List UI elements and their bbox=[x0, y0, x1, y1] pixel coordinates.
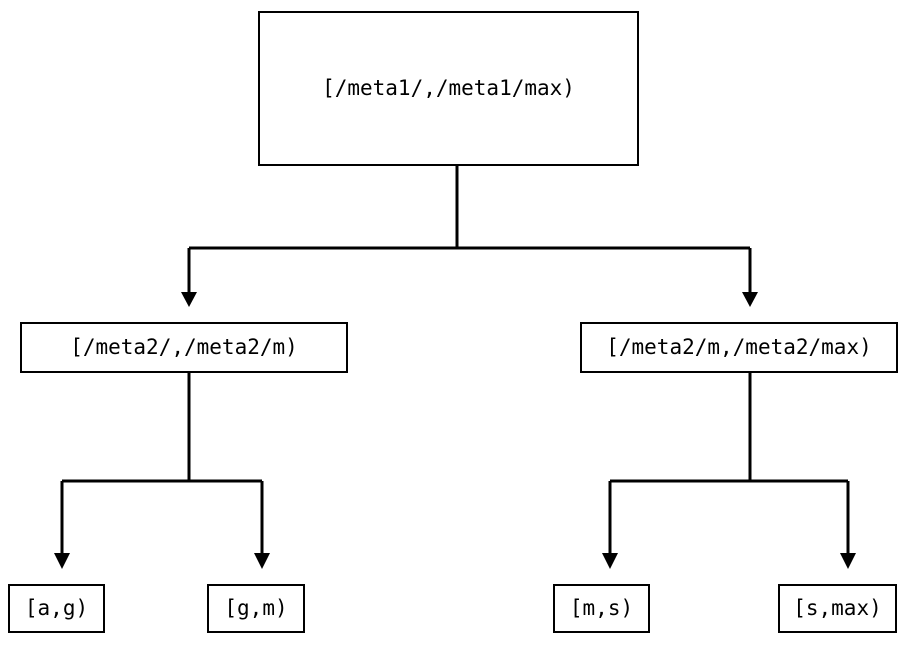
tree-node-mid-left[interactable]: [/meta2/,/meta2/m) bbox=[20, 322, 348, 373]
tree-node-mid-right[interactable]: [/meta2/m,/meta2/max) bbox=[580, 322, 898, 373]
arrowhead-to-leaf-1 bbox=[254, 553, 270, 569]
edge-mid-left-to-leaves-group bbox=[54, 373, 270, 569]
tree-node-root[interactable]: [/meta1/,/meta1/max) bbox=[258, 11, 639, 166]
arrowhead-to-leaf-3 bbox=[840, 553, 856, 569]
tree-node-mid-left-label: [/meta2/,/meta2/m) bbox=[70, 335, 298, 359]
tree-node-leaf-2[interactable]: [m,s) bbox=[553, 584, 650, 633]
tree-node-leaf-3[interactable]: [s,max) bbox=[778, 584, 897, 633]
arrowhead-to-mid-left bbox=[181, 292, 197, 307]
tree-node-leaf-0-label: [a,g) bbox=[24, 596, 89, 620]
tree-node-leaf-0[interactable]: [a,g) bbox=[8, 584, 105, 633]
tree-node-leaf-1[interactable]: [g,m) bbox=[207, 584, 305, 633]
edge-root-to-mid-group bbox=[181, 166, 758, 307]
edge-mid-right-to-leaves-group bbox=[602, 373, 856, 569]
tree-node-leaf-1-label: [g,m) bbox=[224, 596, 288, 620]
arrowhead-to-mid-right bbox=[742, 292, 758, 307]
tree-node-root-label: [/meta1/,/meta1/max) bbox=[322, 76, 575, 100]
tree-node-leaf-2-label: [m,s) bbox=[569, 596, 634, 620]
arrowhead-to-leaf-2 bbox=[602, 553, 618, 569]
tree-node-leaf-3-label: [s,max) bbox=[793, 596, 882, 620]
arrowhead-to-leaf-0 bbox=[54, 553, 70, 569]
tree-node-mid-right-label: [/meta2/m,/meta2/max) bbox=[606, 335, 872, 359]
